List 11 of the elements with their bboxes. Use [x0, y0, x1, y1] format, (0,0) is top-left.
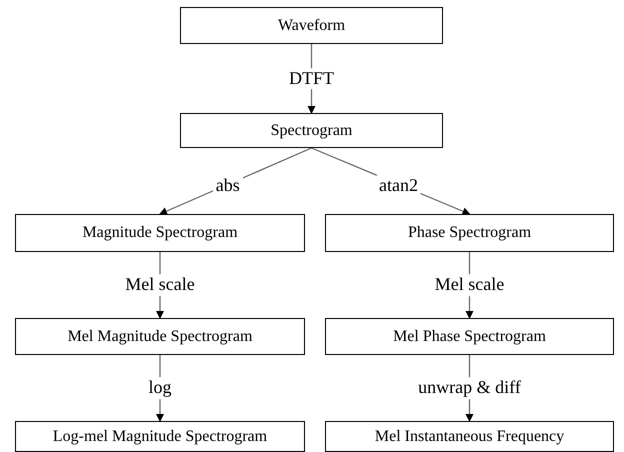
edge-label: unwrap & diff: [415, 377, 524, 399]
process-box: Waveform: [180, 7, 443, 44]
edge-label: log: [146, 377, 174, 399]
edge-label: atan2: [376, 175, 421, 197]
process-box: Magnitude Spectrogram: [15, 214, 305, 252]
process-box: Mel Instantaneous Frequency: [325, 421, 614, 452]
process-box: Spectrogram: [180, 113, 443, 148]
process-box: Mel Phase Spectrogram: [325, 318, 614, 355]
process-box: Mel Magnitude Spectrogram: [15, 318, 305, 355]
process-box: Phase Spectrogram: [325, 214, 614, 252]
process-box: Log-mel Magnitude Spectrogram: [15, 421, 305, 452]
